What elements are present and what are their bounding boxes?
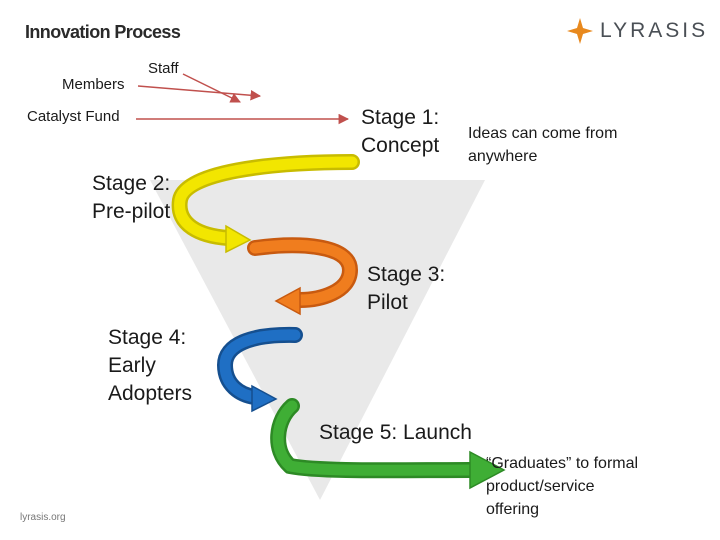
- lyrasis-logo: LYRASIS: [566, 17, 708, 45]
- staff-arrow: [182, 73, 241, 103]
- stage-1-label: Stage 1: Concept: [361, 106, 440, 157]
- star-icon: [567, 18, 593, 44]
- members-arrow: [137, 85, 262, 101]
- stage-2-label: Stage 2: Pre-pilot: [92, 172, 171, 223]
- logo-text: LYRASIS: [600, 19, 709, 42]
- stage4-to-stage5-arrow: [270, 398, 506, 490]
- stage-3-label: Stage 3: Pilot: [367, 263, 446, 314]
- stage1-to-stage2-arrow: [171, 154, 360, 254]
- members-label: Members: [62, 76, 125, 93]
- footer-url: lyrasis.org: [20, 512, 66, 523]
- ideas-note: Ideas can come from anywhere: [468, 125, 618, 165]
- graduates-note: “Graduates” to formal product/service of…: [486, 455, 639, 518]
- slide-title: Innovation Process: [25, 22, 181, 42]
- catalyst-fund-label: Catalyst Fund: [27, 108, 120, 125]
- stage-5-label: Stage 5: Launch: [319, 421, 472, 444]
- funnel-shape: [150, 180, 485, 500]
- stage3-to-stage4-arrow: [216, 326, 303, 413]
- staff-label: Staff: [148, 60, 179, 77]
- stage-4-label: Stage 4: Early Adopters: [108, 326, 193, 405]
- stage2-to-stage3-arrow: [247, 237, 359, 316]
